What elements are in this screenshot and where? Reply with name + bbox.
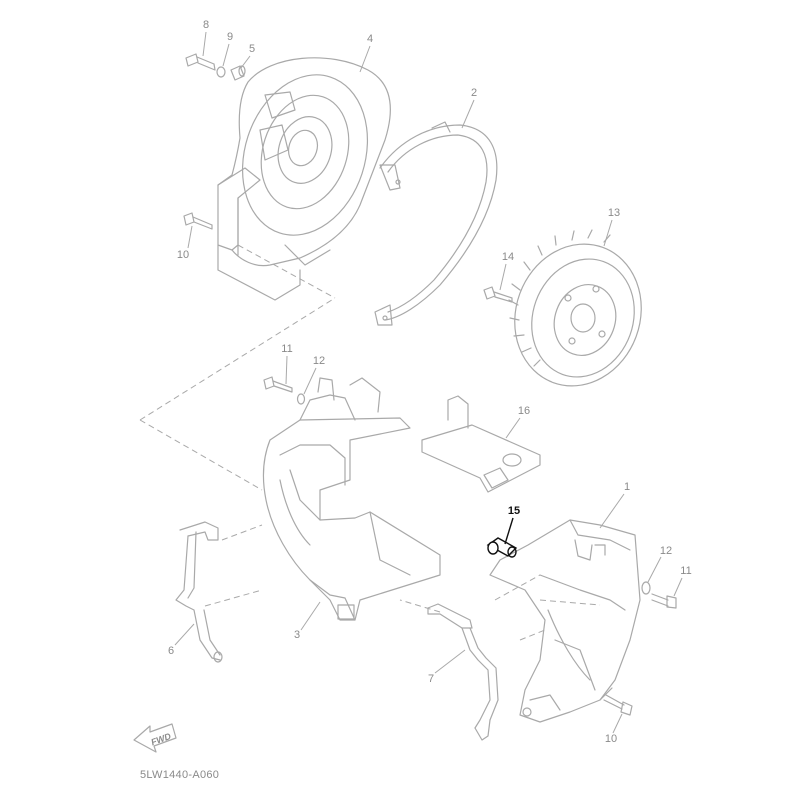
part-8-bolt[interactable] bbox=[185, 53, 216, 71]
callout-12-upper: 12 bbox=[313, 355, 325, 367]
callout-4: 4 bbox=[367, 33, 373, 45]
diagram-code: 5LW1440-A060 bbox=[140, 769, 219, 781]
part-12-washer-right[interactable] bbox=[641, 581, 651, 595]
callout-12-right: 12 bbox=[660, 545, 672, 557]
part-10-bolt-upper[interactable] bbox=[183, 212, 213, 230]
callout-9: 9 bbox=[227, 31, 233, 43]
part-6-bracket[interactable] bbox=[175, 521, 223, 663]
callout-3: 3 bbox=[294, 629, 300, 641]
callout-10-lower: 10 bbox=[605, 733, 617, 745]
part-1-cover[interactable] bbox=[489, 519, 641, 723]
part-10-bolt-lower[interactable] bbox=[603, 694, 633, 716]
callout-16: 16 bbox=[518, 405, 530, 417]
callout-6: 6 bbox=[168, 645, 174, 657]
callout-14: 14 bbox=[502, 251, 514, 263]
part-14-bolt[interactable] bbox=[483, 286, 513, 303]
part-7-bracket[interactable] bbox=[427, 603, 499, 741]
assembly-guide-lines bbox=[139, 244, 601, 641]
callout-11-right: 11 bbox=[680, 565, 691, 577]
callout-2: 2 bbox=[471, 87, 477, 99]
part-3-air-shroud[interactable] bbox=[262, 377, 441, 621]
part-11-bolt-upper[interactable] bbox=[263, 376, 293, 393]
part-15-collar[interactable] bbox=[486, 537, 518, 558]
fwd-arrow-icon: FWD bbox=[133, 723, 177, 753]
part-9-washer[interactable] bbox=[216, 66, 226, 78]
part-5-collar[interactable] bbox=[230, 65, 246, 81]
part-12-washer-upper[interactable] bbox=[296, 393, 306, 405]
callout-13: 13 bbox=[608, 207, 620, 219]
callout-5: 5 bbox=[249, 43, 255, 55]
callout-7: 7 bbox=[428, 673, 434, 685]
part-16-plate[interactable] bbox=[421, 395, 541, 493]
callout-1: 1 bbox=[624, 481, 630, 493]
callout-15: 15 bbox=[508, 505, 520, 517]
callout-10-upper: 10 bbox=[177, 249, 189, 261]
callouts: 8 9 5 4 2 10 13 14 11 12 16 1 15 12 11 3… bbox=[168, 19, 692, 745]
part-11-bolt-right[interactable] bbox=[651, 593, 677, 609]
part-13-cooling-fan[interactable] bbox=[495, 226, 661, 404]
callout-8: 8 bbox=[203, 19, 209, 31]
callout-11-upper: 11 bbox=[281, 343, 292, 355]
part-2-shroud-seal[interactable] bbox=[374, 121, 498, 326]
part-4-fan-cover[interactable] bbox=[217, 57, 391, 301]
